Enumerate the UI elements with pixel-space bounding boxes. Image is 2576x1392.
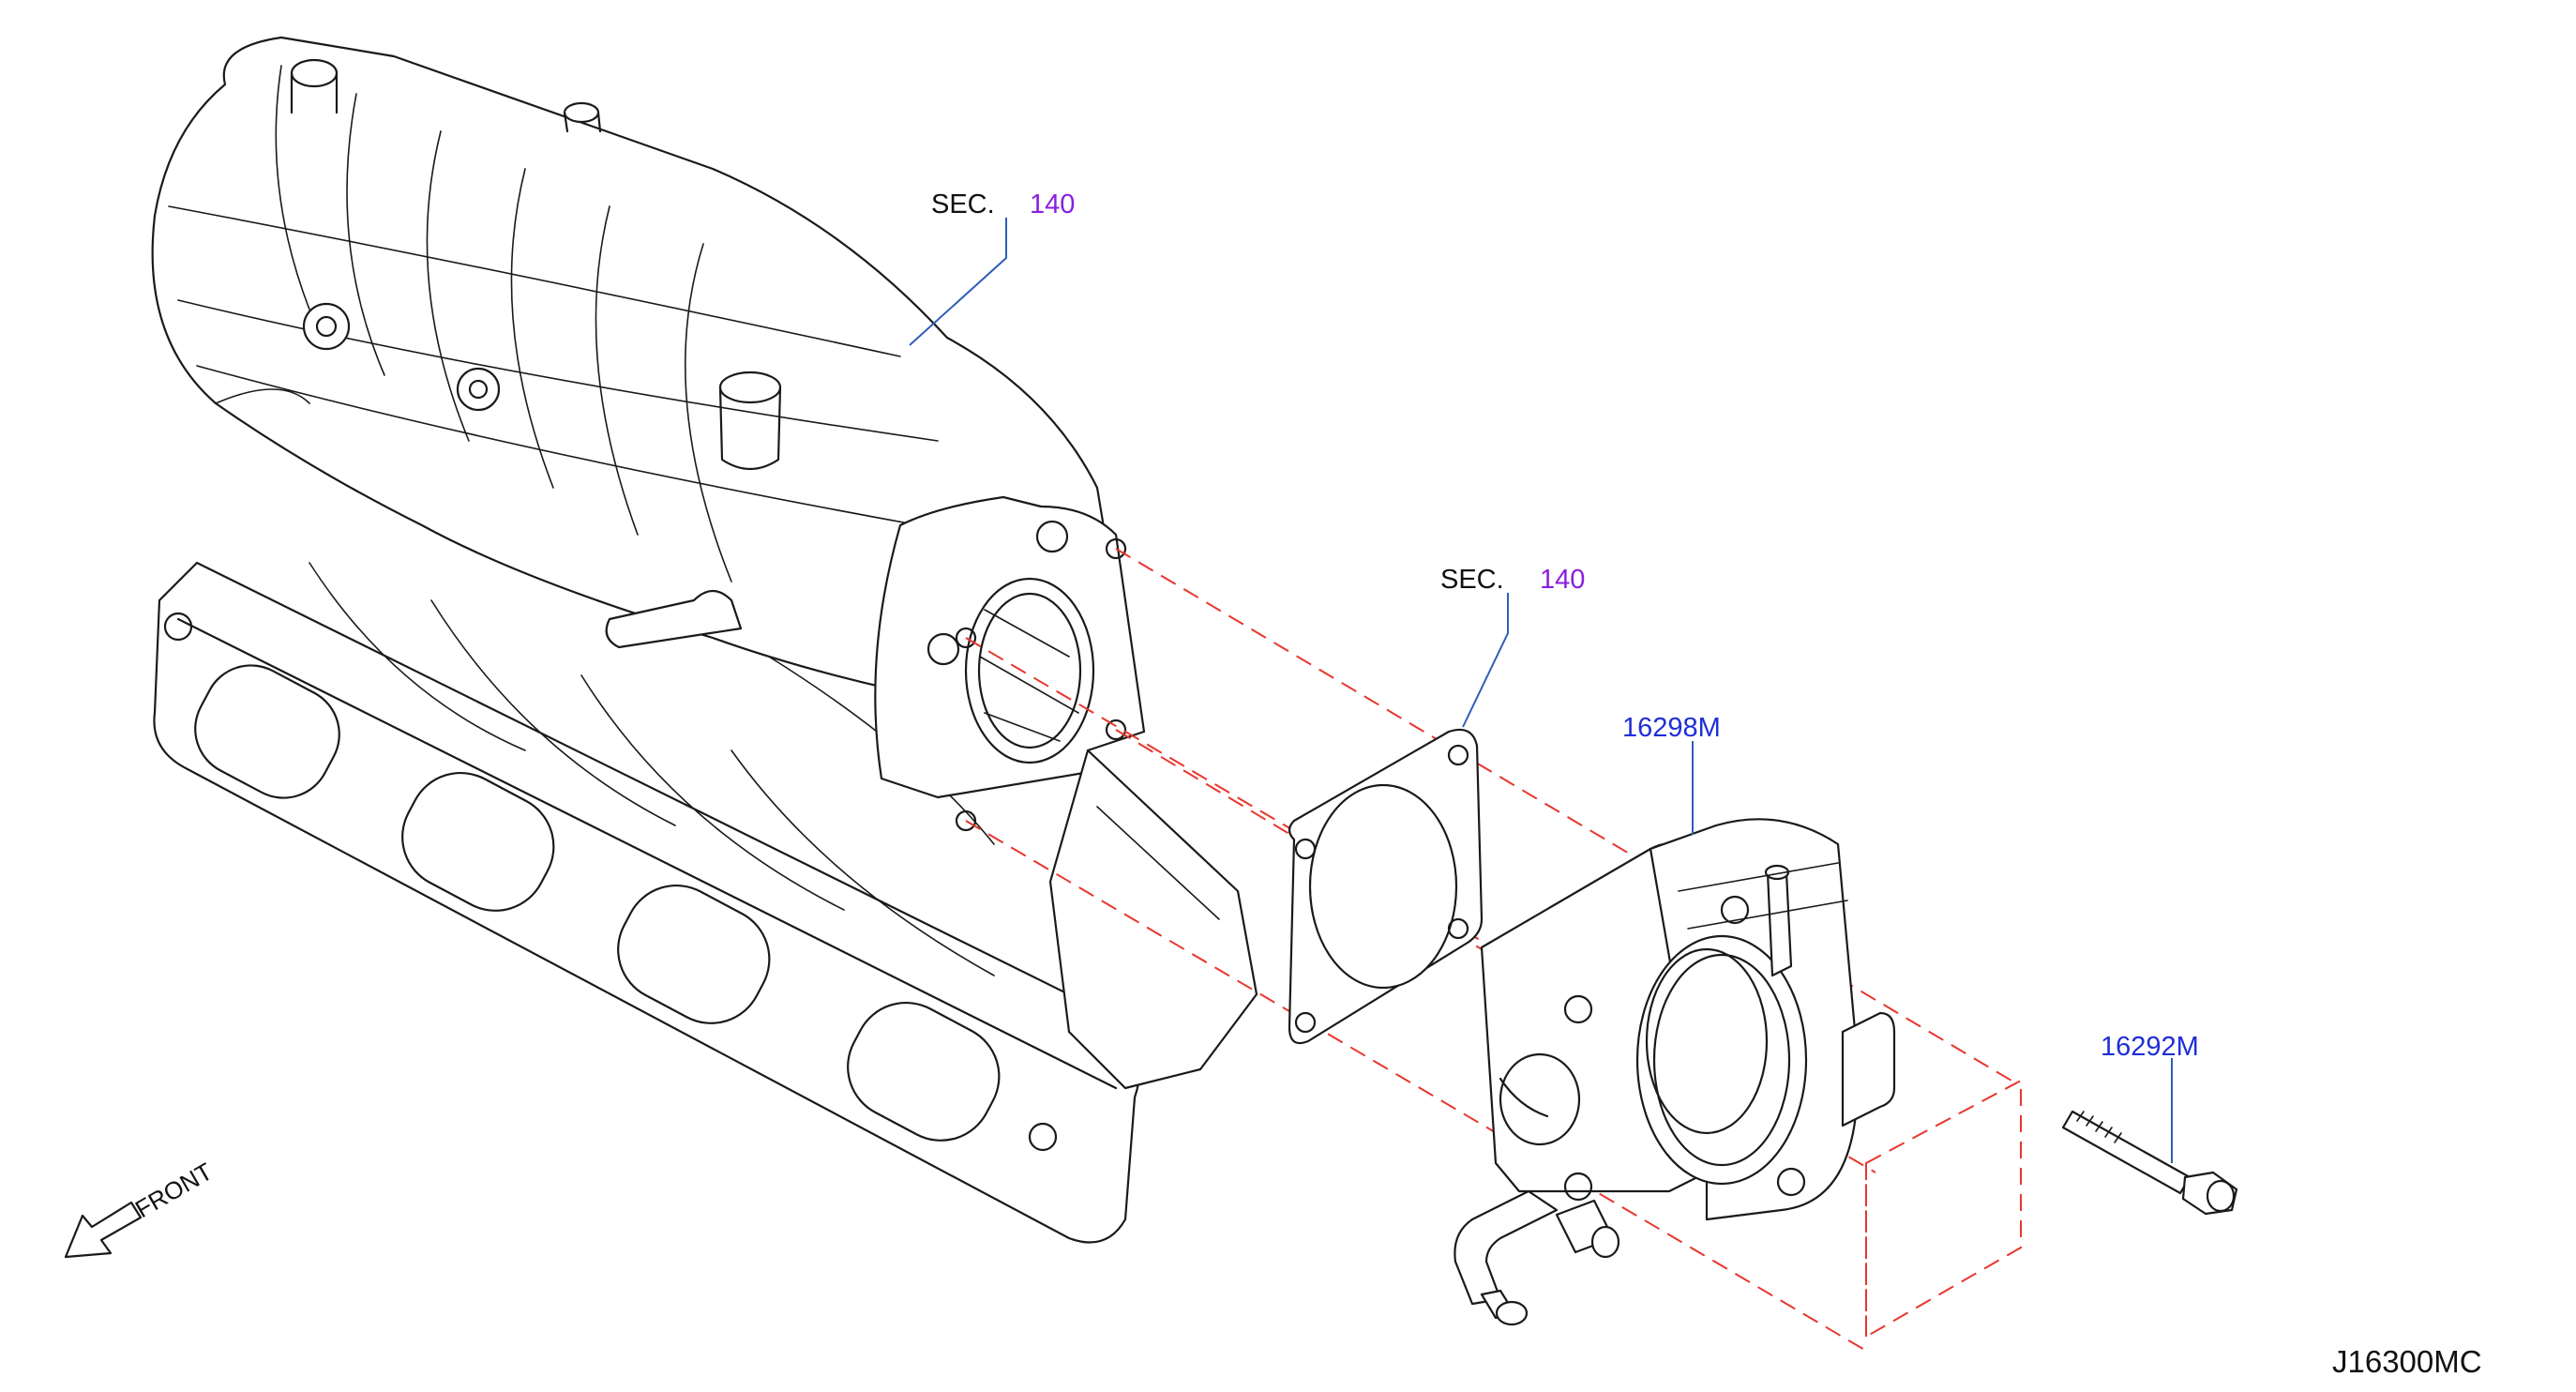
part-number-bolt[interactable]: 16292M: [2101, 1032, 2199, 1062]
leader-lines: [909, 218, 2173, 1163]
section-ref-label-upper: SEC.: [931, 189, 995, 219]
front-arrow-icon: [64, 1201, 143, 1259]
section-ref-label-lower: SEC.: [1440, 565, 1504, 595]
plenum-boss: [290, 58, 782, 649]
diagram-code: J16300MC: [2332, 1344, 2482, 1379]
section-ref-number-lower[interactable]: 140: [1540, 565, 1586, 595]
throttle-body: [1454, 818, 1896, 1326]
intake-manifold: [151, 36, 1258, 1244]
bolt: [2061, 1110, 2238, 1216]
part-number-throttle-body[interactable]: 16298M: [1622, 713, 1721, 743]
section-ref-number-upper[interactable]: 140: [1030, 189, 1076, 219]
throttle-gasket: [1288, 728, 1484, 1045]
